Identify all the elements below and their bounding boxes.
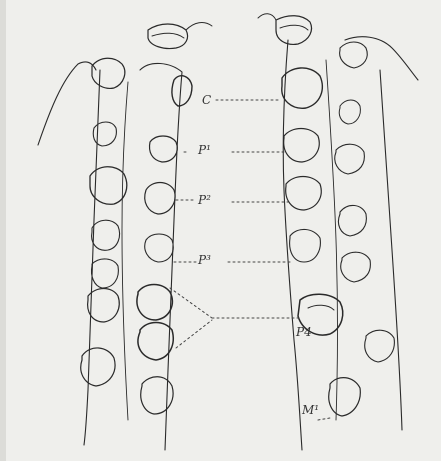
- left-incisor-root: [186, 23, 212, 30]
- left-outer-tooth-5: [91, 259, 118, 288]
- leader-m1: [318, 418, 330, 420]
- leader-p4-a: [170, 288, 212, 318]
- right-incisor-2: [280, 25, 308, 30]
- left-inner-jaw-line: [140, 63, 182, 450]
- left-p4-tooth-a: [137, 285, 172, 321]
- right-inner-jaw-line-b: [326, 60, 338, 420]
- right-incisor: [276, 16, 312, 45]
- left-m1-tooth: [141, 377, 173, 414]
- right-p3-tooth: [290, 229, 321, 262]
- label-p3: P³: [198, 254, 211, 266]
- left-outer-jaw-line: [38, 62, 100, 445]
- left-outer-tooth-2: [93, 122, 116, 146]
- label-m1: M¹: [302, 404, 319, 416]
- right-p2-tooth: [286, 177, 322, 211]
- left-outer-tooth-4: [92, 220, 120, 250]
- right-outer-tooth-6: [365, 330, 395, 362]
- left-outer-tooth-1: [92, 58, 125, 88]
- right-outer-jaw-line: [345, 37, 418, 430]
- left-p4-tooth-b: [138, 323, 173, 361]
- label-p2: P²: [198, 194, 211, 206]
- left-outer-tooth-7: [81, 348, 115, 386]
- label-p1: P¹: [198, 144, 211, 156]
- right-outer-tooth-4: [338, 205, 366, 236]
- left-p2-tooth: [145, 183, 175, 215]
- left-incisor-2: [152, 33, 184, 38]
- right-outer-tooth-2: [339, 100, 360, 124]
- right-outer-tooth-1: [340, 42, 368, 68]
- left-inner-jaw-line-b: [122, 82, 128, 420]
- right-incisor-root: [258, 14, 276, 20]
- right-outer-tooth-3: [335, 144, 365, 174]
- right-m1-tooth: [329, 378, 361, 416]
- leader-lines: [170, 100, 330, 420]
- leader-p4-b: [176, 320, 212, 348]
- right-canine: [282, 68, 323, 108]
- left-p1-tooth: [150, 136, 178, 162]
- left-p3-tooth: [145, 234, 173, 262]
- right-p4-tooth-inner: [308, 305, 334, 310]
- label-canine: C: [202, 94, 211, 106]
- label-p4: P4: [296, 326, 312, 338]
- right-p1-tooth: [284, 129, 320, 163]
- right-outer-tooth-5: [341, 252, 371, 282]
- left-canine: [172, 76, 192, 106]
- left-outer-tooth-6: [88, 289, 120, 323]
